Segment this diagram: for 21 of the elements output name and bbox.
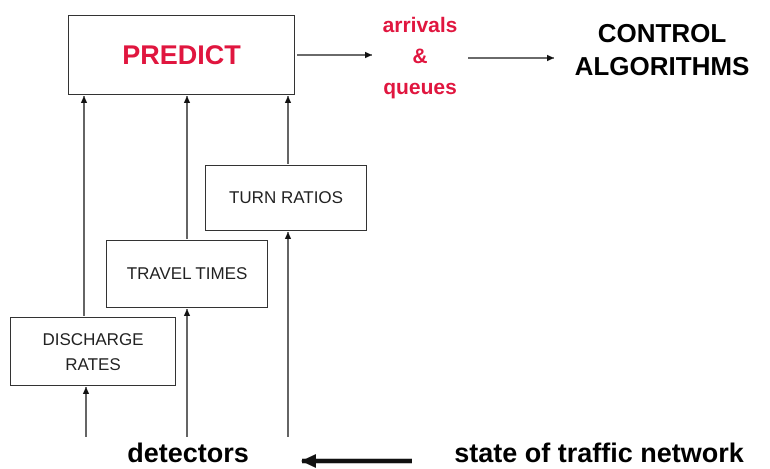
arrow: [184, 96, 190, 239]
output-label: arrivals & queues: [382, 12, 458, 100]
process-box: [68, 15, 295, 95]
box-label: TRAVEL TIMES: [126, 263, 248, 286]
output-label: CONTROL ALGORITHMS: [574, 17, 750, 83]
source-label: detectors: [127, 438, 249, 469]
source-label: state of traffic network: [454, 438, 744, 469]
process-box: [10, 317, 176, 386]
arrow: [82, 387, 90, 437]
box-label: DISCHARGE RATES: [41, 328, 145, 376]
box-label: PREDICT: [122, 38, 241, 72]
arrow: [301, 454, 412, 468]
arrow: [80, 96, 88, 316]
arrow: [284, 232, 292, 437]
arrow: [468, 54, 554, 62]
arrow: [284, 96, 292, 164]
process-box: [205, 165, 367, 231]
arrow: [297, 52, 372, 58]
box-label: TURN RATIOS: [229, 187, 343, 210]
process-box: [106, 240, 268, 308]
arrow: [184, 309, 190, 437]
